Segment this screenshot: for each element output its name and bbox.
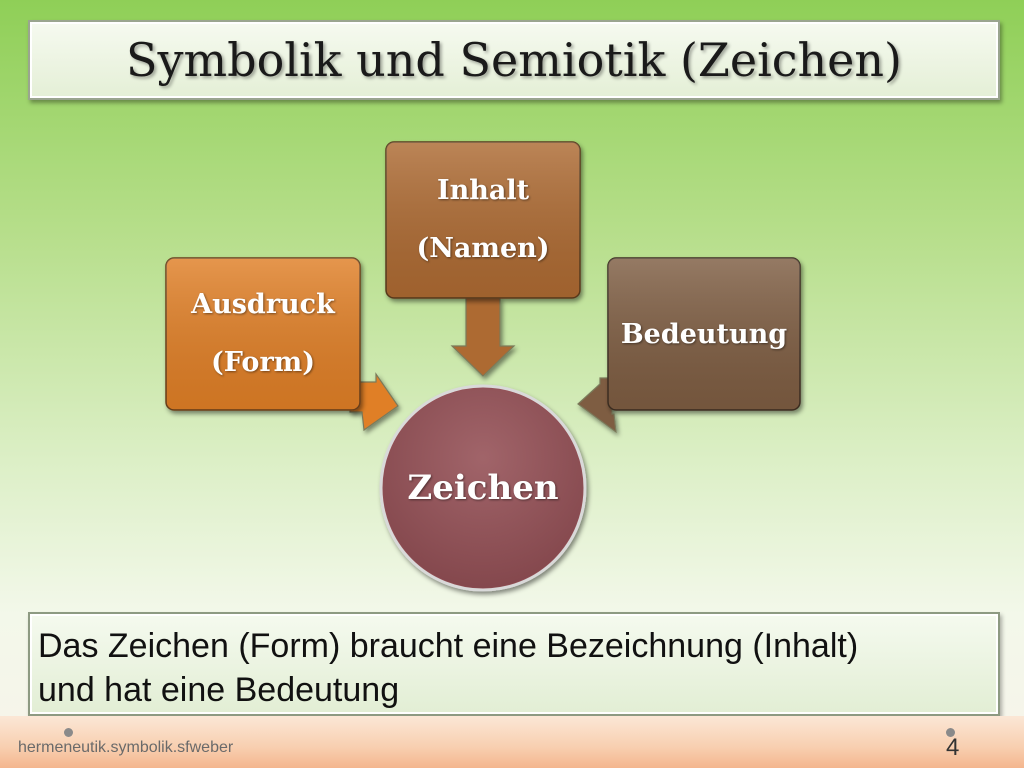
footer-band xyxy=(0,716,1024,768)
slide-title: Symbolik und Semiotik (Zeichen) xyxy=(126,33,902,87)
page-number: 4 xyxy=(946,734,960,761)
footer-source: hermeneutik.symbolik.sfweber xyxy=(18,739,234,756)
caption-text: Das Zeichen (Form) braucht eine Bezeichn… xyxy=(38,627,859,709)
footer-dot-right xyxy=(946,728,955,737)
footer-dot-left xyxy=(64,728,73,737)
title-box: Symbolik und Semiotik (Zeichen) xyxy=(28,20,1000,100)
caption-box: Das Zeichen (Form) braucht eine Bezeichn… xyxy=(28,612,1000,716)
arrow-ausdruck-to-zeichen xyxy=(349,372,399,432)
node-inhalt-gloss xyxy=(386,142,580,298)
arrow-bedeutung-to-zeichen xyxy=(577,377,617,434)
arrow-inhalt-to-zeichen xyxy=(450,297,516,377)
node-zeichen-gloss xyxy=(383,388,583,588)
node-ausdruck-gloss xyxy=(166,258,360,410)
node-bedeutung-gloss xyxy=(608,258,800,410)
